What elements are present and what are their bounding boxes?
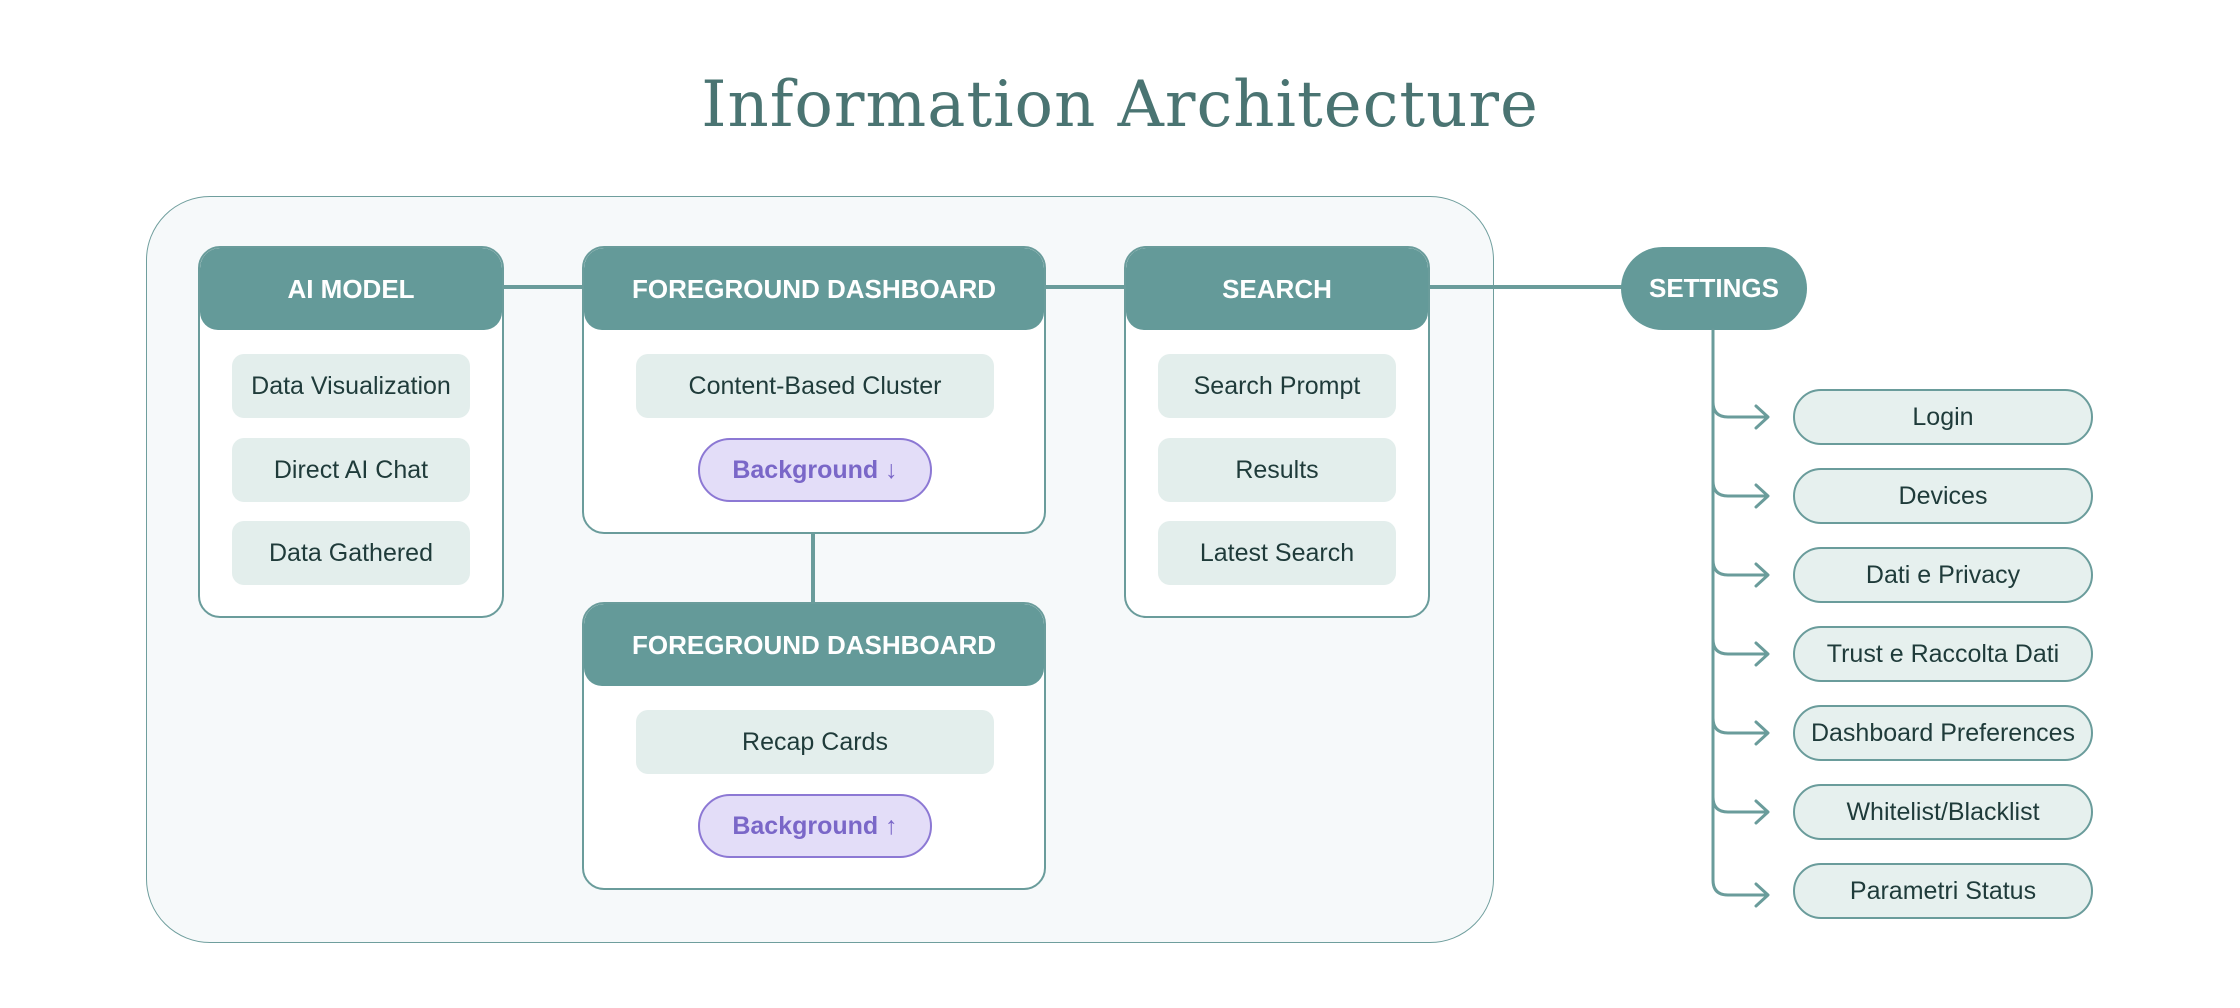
ai-model-item-data-gathered[interactable]: Data Gathered [232,521,470,585]
connector-foreground-search [1044,285,1126,289]
settings-arrows [1711,400,1770,908]
settings-item-dati-e-privacy[interactable]: Dati e Privacy [1793,547,2093,603]
page-title: Information Architecture [701,68,1539,142]
foreground-dashboard-top-header: FOREGROUND DASHBOARD [584,248,1044,330]
settings-item-parametri-status[interactable]: Parametri Status [1793,863,2093,919]
recap-cards-item[interactable]: Recap Cards [636,710,994,774]
settings-item-devices[interactable]: Devices [1793,468,2093,524]
settings-item-login[interactable]: Login [1793,389,2093,445]
connector-search-settings [1428,285,1623,289]
background-down-button[interactable]: Background ↓ [698,438,932,502]
ai-model-card: AI MODEL Data Visualization Direct AI Ch… [198,246,504,618]
settings-item-dashboard-preferences[interactable]: Dashboard Preferences [1793,705,2093,761]
search-item-results[interactable]: Results [1158,438,1396,502]
search-item-latest-search[interactable]: Latest Search [1158,521,1396,585]
ai-model-header: AI MODEL [200,248,502,330]
connector-ai-foreground [502,285,584,289]
ai-model-item-data-visualization[interactable]: Data Visualization [232,354,470,418]
settings-header[interactable]: SETTINGS [1621,247,1807,330]
search-header: SEARCH [1126,248,1428,330]
foreground-dashboard-bottom-card: FOREGROUND DASHBOARD Recap Cards Backgro… [582,602,1046,890]
settings-branch-line [1711,328,1769,897]
search-item-search-prompt[interactable]: Search Prompt [1158,354,1396,418]
connector-foreground-vertical [811,532,815,604]
settings-item-whitelist-blacklist[interactable]: Whitelist/Blacklist [1793,784,2093,840]
foreground-dashboard-bottom-header: FOREGROUND DASHBOARD [584,604,1044,686]
search-card: SEARCH Search Prompt Results Latest Sear… [1124,246,1430,618]
ai-model-item-direct-ai-chat[interactable]: Direct AI Chat [232,438,470,502]
settings-item-trust-e-raccolta-dati[interactable]: Trust e Raccolta Dati [1793,626,2093,682]
foreground-dashboard-top-card: FOREGROUND DASHBOARD Content-Based Clust… [582,246,1046,534]
content-based-cluster-item[interactable]: Content-Based Cluster [636,354,994,418]
background-up-button[interactable]: Background ↑ [698,794,932,858]
